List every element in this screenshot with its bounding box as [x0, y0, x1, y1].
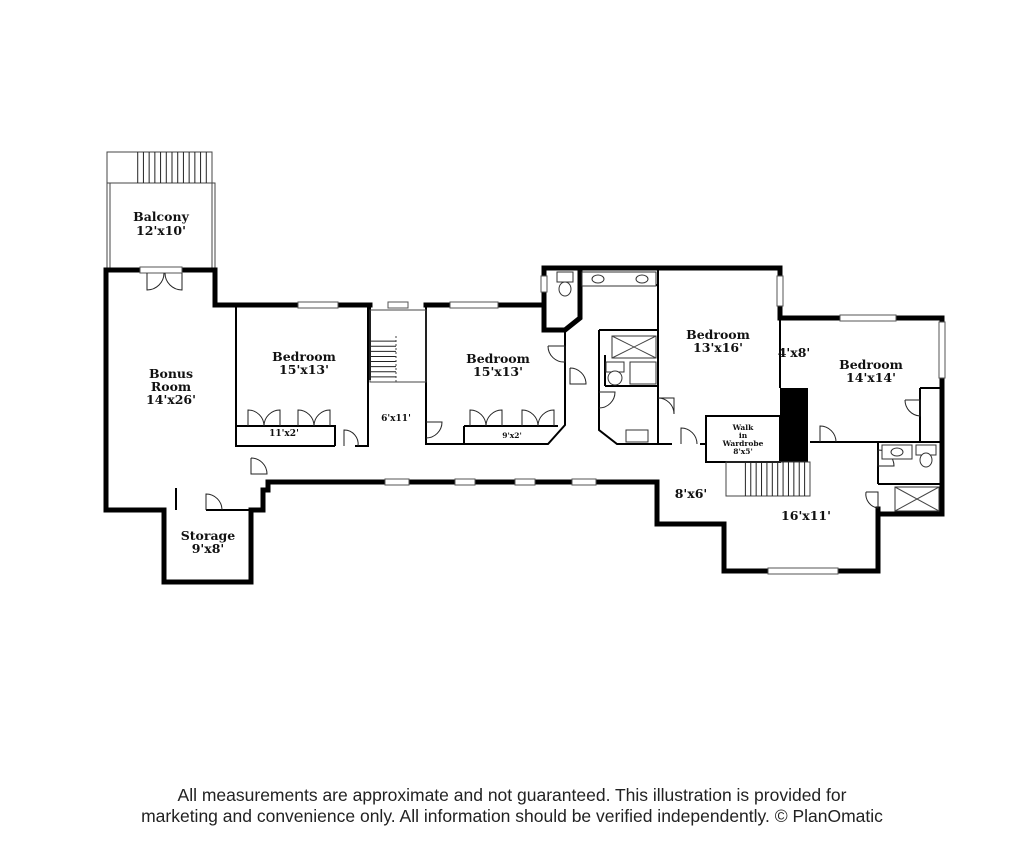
- landing-dim: 8'x6': [675, 486, 708, 501]
- disclaimer-line-1: All measurements are approximate and not…: [177, 785, 847, 805]
- disclaimer: All measurements are approximate and not…: [0, 785, 1024, 827]
- walk-in-line-2: in: [739, 431, 748, 440]
- balcony-name: Balcony: [133, 209, 189, 224]
- storage-name: Storage: [181, 528, 236, 543]
- right-stairs: [725, 461, 811, 497]
- walk-in-line-1: Walk: [732, 423, 754, 432]
- bedroom-4-name: Bedroom: [839, 357, 903, 372]
- bedroom-1-dim: 15'x13': [279, 362, 329, 377]
- bath-fixtures: [556, 271, 940, 512]
- balcony-stairs: [106, 151, 213, 184]
- bedroom-3-name: Bedroom: [686, 327, 750, 342]
- bedroom-1-name: Bedroom: [272, 349, 336, 364]
- bonus-room-dim: 14'x26': [146, 392, 196, 407]
- bedroom-2-closet-dim: 9'x2': [502, 431, 522, 440]
- small-room-dim: 4'x8': [778, 345, 811, 360]
- storage-dim: 9'x8': [192, 541, 225, 556]
- bonus-room-name-2: Room: [151, 379, 191, 394]
- hall-dim: 6'x11': [381, 414, 411, 424]
- bedroom-4-dim: 14'x14': [846, 370, 896, 385]
- walk-in-line-3: Wardrobe: [722, 439, 764, 448]
- family-dim: 16'x11': [781, 508, 831, 523]
- windows: [139, 266, 946, 575]
- bedroom-2-dim: 15'x13': [473, 364, 523, 379]
- bedroom-2-name: Bedroom: [466, 351, 530, 366]
- doors: [146, 272, 921, 511]
- bedroom-1-closet-dim: 11'x2': [269, 429, 299, 439]
- disclaimer-line-2: marketing and convenience only. All info…: [141, 806, 883, 826]
- room-labels: Balcony 12'x10' Bonus Room 14'x26' Bedro…: [133, 209, 903, 556]
- balcony-dim: 12'x10': [136, 223, 186, 238]
- chimney-block: [780, 388, 808, 462]
- bedroom-3-dim: 13'x16': [693, 340, 743, 355]
- bonus-room-name-1: Bonus: [149, 366, 193, 381]
- center-stairs: [369, 309, 427, 383]
- walk-in-dim: 8'x5': [733, 447, 753, 456]
